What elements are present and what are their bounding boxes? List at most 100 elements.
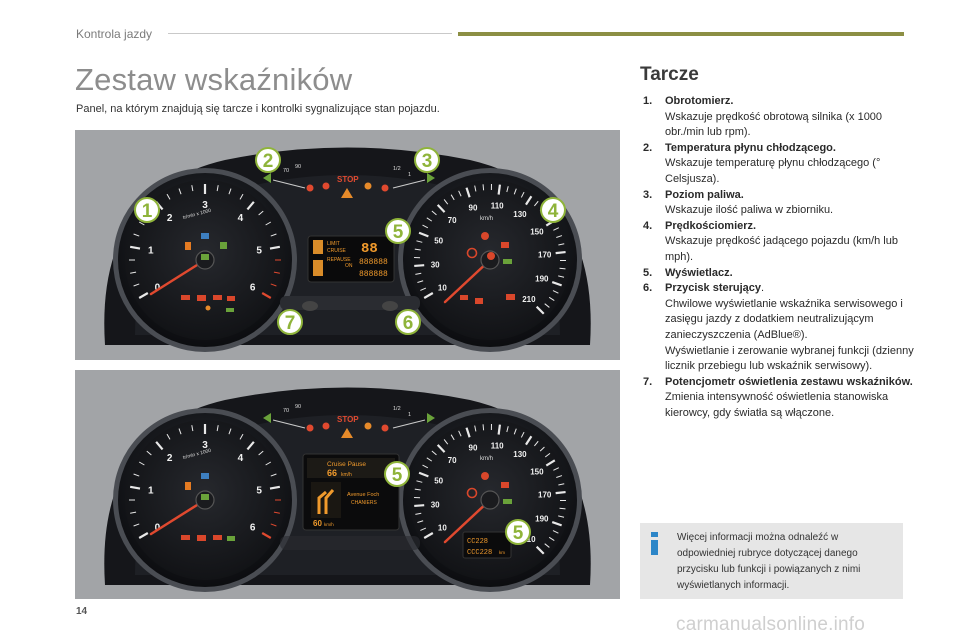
item-description: Wskazuje prędkość jadącego pojazdu (km/h… (665, 235, 898, 263)
major-tick (555, 490, 566, 495)
warning-lamp (213, 535, 222, 540)
minor-tick (482, 424, 485, 431)
list-item: 4. Prędkościomierz. Wskazuje prędkość ja… (643, 219, 918, 266)
nav-limit-unit: km/h (324, 522, 334, 527)
scale-label: 110 (491, 441, 504, 450)
minor-tick (431, 210, 437, 216)
major-tick (525, 195, 533, 206)
warning-lamp (475, 298, 483, 304)
minor-tick (422, 224, 429, 229)
warning-lamp (201, 473, 209, 479)
scale-label: 210 (522, 535, 536, 544)
turn-right-indicator (427, 413, 435, 423)
minor-tick (443, 199, 449, 205)
lcd-limit-text: LIMIT (327, 241, 340, 247)
svg-text:3: 3 (422, 151, 433, 172)
minor-tick (474, 185, 477, 192)
minor-tick (228, 188, 232, 195)
nav-street-text: Avenue Foch (347, 492, 379, 498)
warning-lamp (201, 254, 209, 260)
odo-total: CCC228 (467, 549, 492, 557)
warning-lamp (481, 232, 489, 240)
item-description: Chwilowe wyświetlanie wskaźnika serwisow… (665, 297, 903, 341)
minor-tick (431, 450, 437, 456)
minor-tick (130, 271, 137, 274)
control-button[interactable] (382, 301, 398, 311)
lcd-display (307, 235, 395, 283)
turn-left-indicator (263, 173, 271, 183)
major-tick (436, 204, 446, 213)
nav-city-text: CHANIERS (351, 500, 378, 506)
minor-tick (265, 461, 272, 466)
dimmer-knob[interactable] (302, 301, 318, 311)
minor-tick (553, 227, 560, 231)
turn-left-indicator (263, 413, 271, 423)
warning-lamp (466, 487, 478, 499)
minor-tick (166, 433, 171, 440)
minor-tick (265, 221, 272, 226)
major-tick (436, 444, 446, 453)
warning-lamp (185, 482, 191, 490)
minor-tick (270, 473, 277, 477)
minor-tick (513, 188, 517, 195)
warning-lamp (220, 242, 227, 249)
scale-label: 50 (434, 236, 443, 245)
warning-lamp (501, 242, 509, 248)
scale-label: 30 (431, 500, 440, 509)
tachometer-needle (149, 498, 207, 536)
svg-text:4: 4 (548, 201, 559, 222)
warning-lamp (364, 182, 372, 190)
warning-lamp (201, 494, 209, 500)
svg-text:1: 1 (142, 201, 153, 222)
minor-tick (556, 475, 563, 478)
minor-tick (216, 185, 219, 192)
page-title: Zestaw wskaźników (75, 62, 353, 97)
item-title: Potencjometr oświetlenia zestawu wskaźni… (665, 375, 913, 388)
scale-label: 3 (202, 200, 208, 211)
major-tick (246, 201, 255, 211)
scale-label: 170 (538, 490, 552, 499)
stop-lamp: STOP (337, 175, 359, 184)
minor-tick (133, 283, 140, 287)
warning-lamp (197, 295, 206, 301)
speedo-unit-label: km/h (480, 216, 493, 222)
scale-label: 4 (238, 213, 244, 224)
scale-label: 1 (148, 245, 154, 256)
minor-tick (558, 275, 565, 278)
hazard-lamp (341, 428, 353, 438)
major-tick (246, 441, 255, 451)
callout-3: 3 (414, 147, 440, 173)
minor-tick (273, 511, 280, 514)
minor-tick (191, 185, 194, 192)
list-item: 1. Obrotomierz. Wskazuje prędkość obroto… (643, 94, 918, 141)
warning-lamp (481, 472, 489, 480)
odo-trip: CC228 (467, 538, 488, 546)
fuel-label-full: 1 (408, 172, 411, 178)
warning-lamp (322, 422, 330, 430)
scale-label: 0 (155, 283, 161, 294)
nav-speed-value: 66 (327, 468, 337, 478)
tachometer-needle (149, 258, 207, 296)
watermark: carmanualsonline.info (676, 614, 866, 635)
scale-label: 210 (522, 295, 536, 304)
scale-label: 3 (202, 440, 208, 451)
list-item: 2. Temperatura płynu chłodzącego. Wskazu… (643, 141, 918, 188)
minor-tick (520, 191, 525, 198)
warning-lamp (460, 295, 468, 300)
minor-tick (548, 296, 555, 301)
minor-tick (556, 235, 563, 238)
minor-tick (482, 184, 485, 191)
item-number: 7. (643, 375, 653, 388)
major-tick (155, 441, 164, 451)
minor-tick (415, 512, 422, 515)
major-tick (555, 250, 566, 255)
minor-tick (513, 428, 517, 435)
major-tick (525, 435, 533, 446)
minor-tick (239, 193, 244, 200)
minor-tick (178, 428, 182, 435)
minor-tick (539, 446, 545, 452)
list-item: 6. Przycisk sterujący. Chwilowe wyświetl… (643, 281, 918, 375)
minor-tick (450, 434, 455, 441)
